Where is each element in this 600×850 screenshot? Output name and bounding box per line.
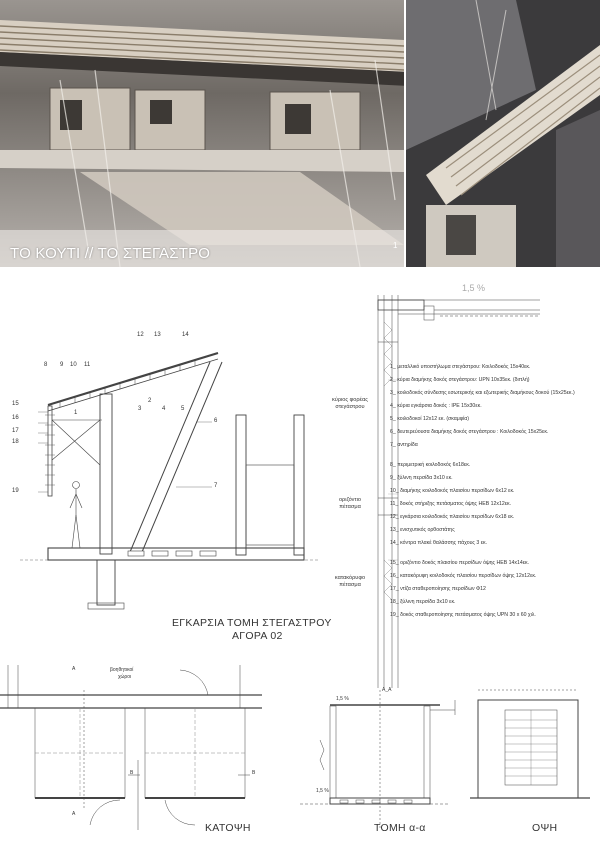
section-number-11: 11 xyxy=(84,362,91,368)
section-number-1: 1 xyxy=(74,410,78,416)
legend-category-line: κύριος φορέας xyxy=(332,397,368,403)
legend-item-11: 11_ δοκός στήριξης πετάσματος όψης HEB 1… xyxy=(390,501,512,507)
plan-title: ΚΑΤΟΨΗ xyxy=(205,822,251,834)
section-aa-slope-bottom: 1,5 % xyxy=(316,788,329,794)
section-aa-title: ΤΟΜΗ α-α xyxy=(374,822,426,834)
section-number-16: 16 xyxy=(12,415,19,421)
legend-item-12: 12_ εγκάρσια κοιλοδοκός πλαισίου περσίδω… xyxy=(390,514,515,520)
section-aa-marker: A_A xyxy=(382,687,392,693)
legend-category-line: κατακόρυφο xyxy=(334,575,366,581)
plan-marker-b-left: B xyxy=(130,770,134,776)
section-number-17: 17 xyxy=(12,428,19,434)
section-title-line1: ΕΓΚΑΡΣΙΑ ΤΟΜΗ ΣΤΕΓΑΣΤΡΟΥ xyxy=(172,617,332,629)
section-number-19: 19 xyxy=(12,488,19,494)
legend-item-10: 10_ διαμήκης κοιλοδοκός πλαισίου περσίδω… xyxy=(390,488,515,494)
legend-item-4: 4_ κύρια εγκάρσια δοκός : IPE 15x30εκ. xyxy=(390,403,482,409)
section-number-12: 12 xyxy=(137,332,144,338)
legend-item-6: 6_ δευτερεύουσα διαμήκης δοκός στεγάστρο… xyxy=(390,429,549,435)
model-photo-right-image xyxy=(406,0,600,267)
model-photo-left: 1 xyxy=(0,0,404,267)
legend-item-9: 9_ ξύλινη περσίδα 3x10 εκ. xyxy=(390,475,453,481)
section-number-15: 15 xyxy=(12,401,19,407)
section-title-line2: ΑΓΟΡΑ 02 xyxy=(232,630,283,642)
slope-label: 1,5 % xyxy=(462,283,486,293)
legend-category-line: πέτασμα xyxy=(339,582,361,588)
legend-item-18: 18_ ξύλινη περσίδα 3x10 εκ. xyxy=(390,599,456,605)
legend-item-7: 7_ αντηρίδα xyxy=(390,442,418,448)
section-number-18: 18 xyxy=(12,439,19,445)
plan-marker-b-right: B xyxy=(252,770,256,776)
section-number-14: 14 xyxy=(182,332,189,338)
plan-room-label-line1: βοηθητικοί xyxy=(110,667,134,673)
section-number-4: 4 xyxy=(162,406,166,412)
legend-item-15: 15_ οριζόντιο δοκός πλαισίου περσίδων όψ… xyxy=(390,560,530,566)
legend-category-line: οριζόντιο xyxy=(338,497,362,503)
technical-drawings: 12 13 14 8 9 10 11 1 2 3 4 5 6 7 15 16 1… xyxy=(0,270,600,850)
page-number: 1 xyxy=(393,241,398,250)
section-aa-slope: 1,5 % xyxy=(336,696,349,702)
plan-room-label-line2: χώροι xyxy=(118,674,132,680)
section-number-5: 5 xyxy=(181,406,185,412)
page-title: ΤΟ ΚΟΥΤΙ // ΤΟ ΣΤΕΓΑΣΤΡΟ xyxy=(10,245,211,262)
legend-item-17: 17_ ντίζα σταθεροποίησης περσίδων Φ12 xyxy=(390,586,486,592)
section-number-9: 9 xyxy=(60,362,64,368)
legend-item-14: 14_ κόντρα πλακέ θαλάσσης πάχους 3 εκ. xyxy=(390,540,488,546)
legend-item-19: 19_ δοκός σταθεροποίησης πετάσματος όψης… xyxy=(390,612,536,618)
model-photo-left-image: 1 xyxy=(0,0,404,267)
section-number-8: 8 xyxy=(44,362,48,368)
model-photo-right xyxy=(406,0,600,267)
section-number-3: 3 xyxy=(138,406,142,412)
legend-category-main-frame: κύριος φορέας στεγάστρου xyxy=(320,397,380,411)
legend-category-line: πέτασμα xyxy=(339,504,361,510)
section-number-2: 2 xyxy=(148,398,152,404)
section-number-6: 6 xyxy=(214,418,218,424)
legend-item-3: 3_ κοιλοδοκός σύνδεσης εσωτερικής και εξ… xyxy=(390,390,575,396)
drawings-svg xyxy=(0,295,590,830)
section-number-7: 7 xyxy=(214,483,218,489)
plan-marker-a-bottom: A xyxy=(72,811,76,817)
legend-item-8: 8_ περιμετρική κοιλοδοκός 6x18εκ. xyxy=(390,462,471,468)
plan-marker-a-top: A xyxy=(72,666,76,672)
legend-category-horizontal-screen: οριζόντιο πέτασμα ΕΓΚΑΡΣΙΑ ΤΟΜΗ ΣΤΕΓΑΣΤΡ… xyxy=(320,497,380,511)
section-number-13: 13 xyxy=(154,332,161,338)
legend-item-2: 2_ κύρια διαμήκης δοκός στεγάστρου: UPN … xyxy=(390,377,530,383)
section-number-10: 10 xyxy=(70,362,77,368)
legend-category-vertical-screen: κατακόρυφο πέτασμα xyxy=(320,575,380,589)
elevation-title: ΟΨΗ xyxy=(532,822,558,834)
legend-item-13: 13_ ενισχυτικός ορθοστάτης xyxy=(390,527,455,533)
legend-item-16: 16_ κατακόρυφη κοιλοδοκός πλαισίου περσί… xyxy=(390,573,537,579)
legend-item-5: 5_ κοιλοδοκοί 12x12 εκ. (σκαμφία) xyxy=(390,416,470,422)
legend-item-1: 1_ μεταλλικό υποστήλωμα στεγάστρου: Κοιλ… xyxy=(390,364,531,370)
legend-category-line: στεγάστρου xyxy=(335,404,365,410)
